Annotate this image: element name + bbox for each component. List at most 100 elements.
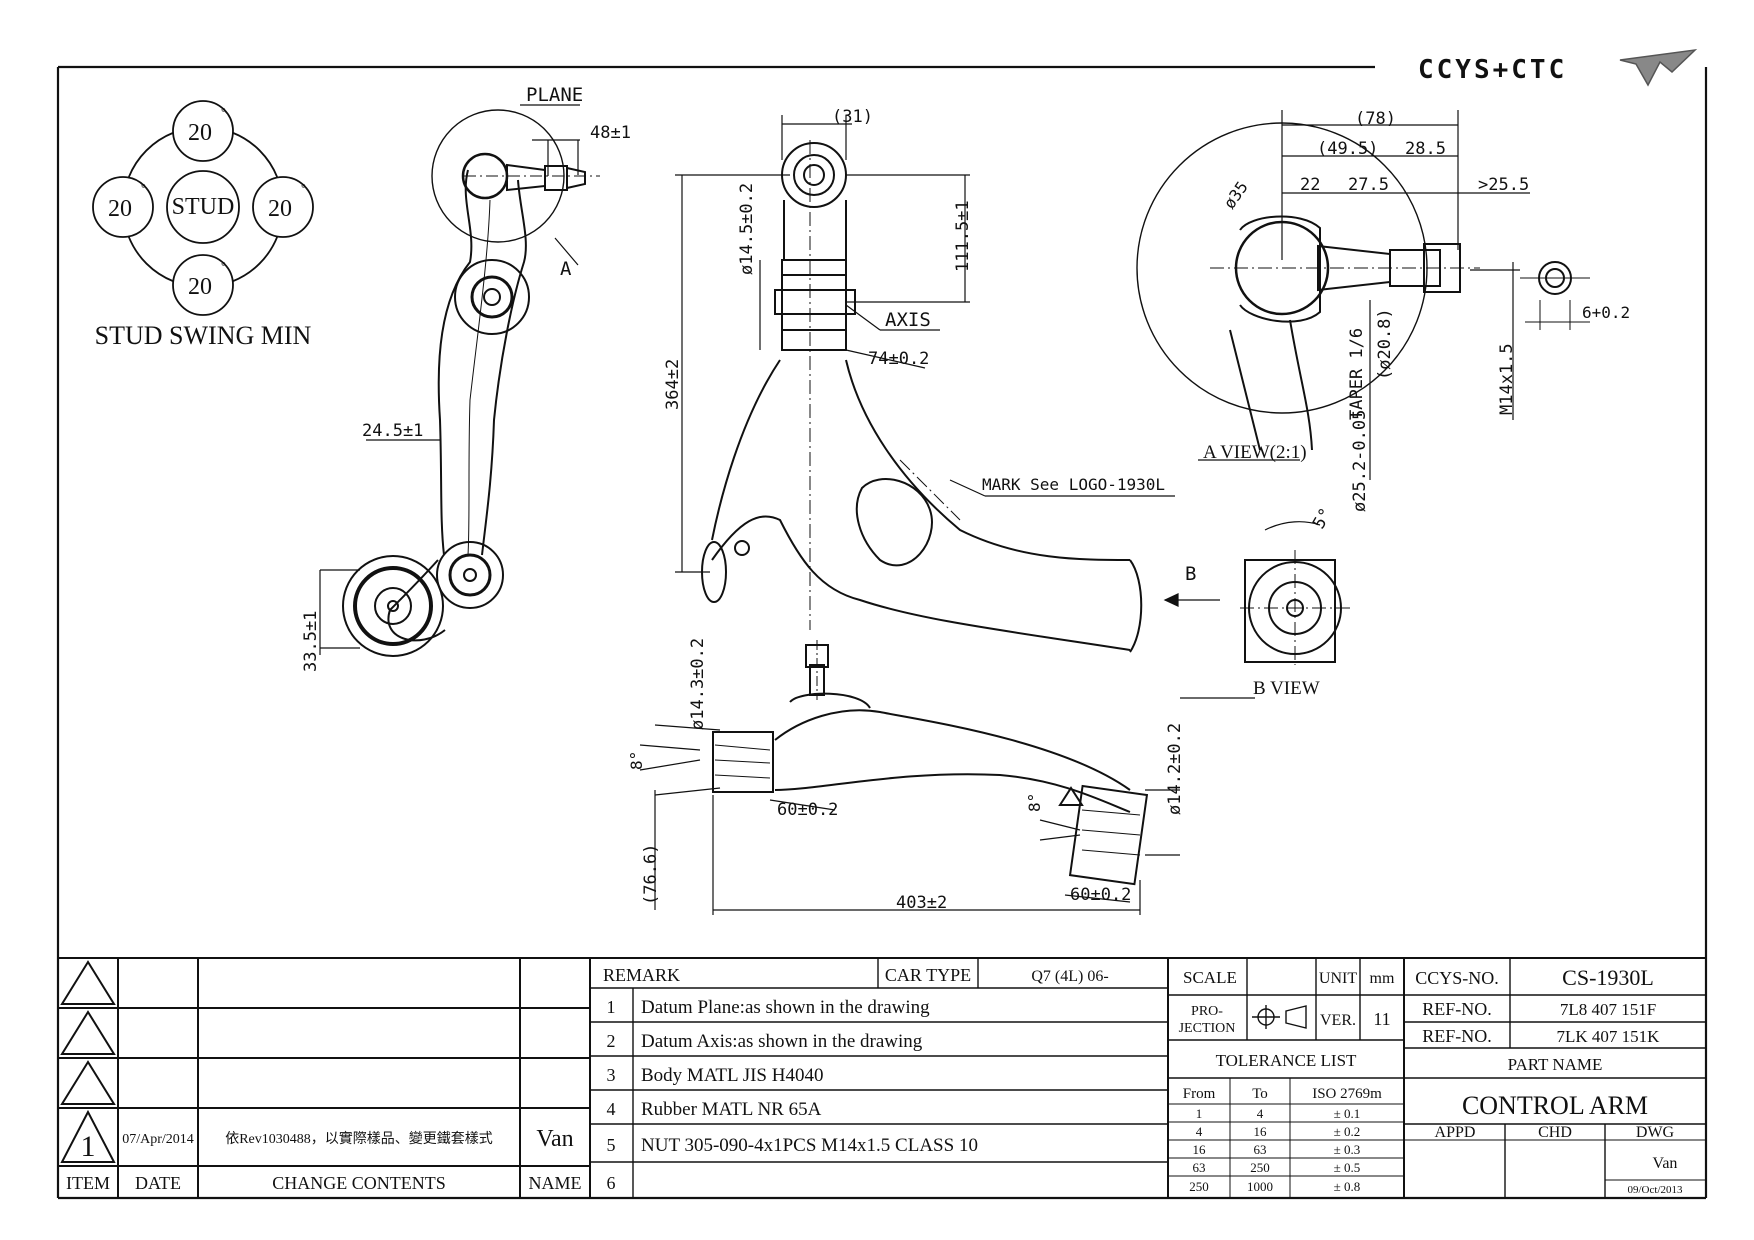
dim-33-5: 33.5±1 bbox=[301, 611, 321, 672]
tol-header-from: From bbox=[1183, 1086, 1216, 1102]
dim-22: 22 bbox=[1300, 175, 1320, 195]
stud-label: STUD bbox=[172, 194, 235, 220]
dim-364: 364±2 bbox=[663, 359, 683, 410]
view-b-arrow-label: B bbox=[1185, 563, 1196, 585]
ref-no-label-2: REF-NO. bbox=[1422, 1026, 1492, 1046]
tol-to: 1000 bbox=[1247, 1179, 1273, 1194]
ccys-no-label: CCYS-NO. bbox=[1415, 968, 1499, 988]
tol-to: 63 bbox=[1254, 1142, 1267, 1157]
tol-header-to: To bbox=[1252, 1086, 1268, 1102]
remark-num: 2 bbox=[607, 1031, 616, 1051]
degree-mark-bottom: ° bbox=[221, 259, 226, 273]
dim-76-6: (76.6) bbox=[641, 844, 661, 905]
scale-label: SCALE bbox=[1183, 968, 1237, 987]
dim-78: (78) bbox=[1355, 109, 1396, 129]
axis-label: AXIS bbox=[885, 309, 931, 331]
tol-value: ± 0.5 bbox=[1334, 1160, 1361, 1175]
revision-name: Van bbox=[536, 1126, 573, 1152]
revision-triangles bbox=[60, 960, 116, 1163]
side-view-arm bbox=[342, 109, 600, 657]
ver-value: 11 bbox=[1373, 1009, 1390, 1029]
company-logo: CCYS+CTC bbox=[1418, 48, 1698, 87]
revision-triangle-empty-2 bbox=[60, 1010, 116, 1055]
degree-mark-left: ° bbox=[141, 181, 146, 195]
dim-28-5: 28.5 bbox=[1405, 139, 1446, 159]
ref-no-value-1: 7L8 407 151F bbox=[1560, 1000, 1656, 1019]
tol-to: 16 bbox=[1254, 1124, 1268, 1139]
top-view-arm bbox=[701, 140, 1143, 653]
degree-mark-top: ° bbox=[221, 105, 226, 119]
thread-label: M14x1.5 bbox=[1497, 343, 1517, 415]
tol-value: ± 0.3 bbox=[1334, 1142, 1361, 1157]
tol-from: 63 bbox=[1193, 1160, 1206, 1175]
dim-6: 6+0.2 bbox=[1582, 303, 1630, 322]
revision-date: 07/Apr/2014 bbox=[122, 1132, 194, 1147]
front-view-dimensions bbox=[639, 724, 1180, 915]
tol-header-std: ISO 2769m bbox=[1312, 1086, 1382, 1102]
sheet-border bbox=[56, 65, 1708, 1200]
remark-num: 1 bbox=[607, 997, 616, 1017]
part-name: CONTROL ARM bbox=[1462, 1091, 1648, 1120]
detail-view-a bbox=[1136, 122, 1480, 451]
top-view-dimensions bbox=[675, 115, 1220, 607]
side-view-dimensions bbox=[319, 104, 580, 655]
degree-mark-right: ° bbox=[301, 181, 306, 195]
car-type-value: Q7 (4L) 06- bbox=[1031, 968, 1108, 985]
section-a-label: A bbox=[560, 258, 572, 280]
ccys-no-value: CS-1930L bbox=[1562, 965, 1654, 990]
header-date: DATE bbox=[135, 1173, 181, 1193]
view-a-caption: A VIEW(2:1) bbox=[1203, 442, 1307, 463]
dim-111-5: 111.5±1 bbox=[953, 200, 973, 272]
unit-label: UNIT bbox=[1319, 970, 1357, 987]
stud-swing-right: 20 bbox=[268, 196, 292, 222]
mark-note: MARK See LOGO-1930L bbox=[982, 475, 1165, 494]
remark-text: Rubber MATL NR 65A bbox=[641, 1099, 822, 1120]
dim-60-right: 60±0.2 bbox=[1070, 885, 1131, 905]
stud-swing-top: 20 bbox=[188, 120, 212, 146]
tol-value: ± 0.2 bbox=[1334, 1124, 1361, 1139]
remark-num: 4 bbox=[607, 1099, 616, 1119]
dim-60-left: 60±0.2 bbox=[777, 800, 838, 820]
revision-triangle-empty-1 bbox=[60, 960, 116, 1005]
front-view-arm bbox=[712, 640, 1149, 886]
unit-value: mm bbox=[1370, 970, 1395, 987]
plane-label: PLANE bbox=[526, 84, 583, 106]
projection-label-1: PRO- bbox=[1191, 1004, 1223, 1019]
dim-27-5: 27.5 bbox=[1348, 175, 1389, 195]
appd-label: APPD bbox=[1435, 1124, 1476, 1141]
header-change-contents: CHANGE CONTENTS bbox=[272, 1173, 446, 1193]
chd-label: CHD bbox=[1538, 1124, 1572, 1141]
ref-no-value-2: 7LK 407 151K bbox=[1557, 1027, 1661, 1046]
projection-label-2: JECTION bbox=[1179, 1021, 1236, 1036]
remark-label: REMARK bbox=[603, 965, 680, 985]
dim-24-5: 24.5±1 bbox=[362, 421, 423, 441]
tolerance-table: 1 4 ± 0.1 4 16 ± 0.2 16 63 ± 0.3 63 250 … bbox=[1189, 1106, 1360, 1194]
dim-14-3: ø14.3±0.2 bbox=[688, 638, 708, 730]
dim-31: (31) bbox=[832, 107, 873, 127]
ver-label: VER. bbox=[1320, 1012, 1356, 1029]
remark-text: NUT 305-090-4x1PCS M14x1.5 CLASS 10 bbox=[641, 1135, 978, 1156]
dim-403: 403±2 bbox=[896, 893, 947, 913]
header-item: ITEM bbox=[66, 1173, 110, 1193]
dim-35: ø35 bbox=[1220, 178, 1252, 213]
part-name-label: PART NAME bbox=[1508, 1055, 1603, 1074]
header-name: NAME bbox=[529, 1173, 582, 1193]
tol-value: ± 0.1 bbox=[1334, 1106, 1361, 1121]
stud-swing-left: 20 bbox=[108, 196, 132, 222]
tol-from: 250 bbox=[1189, 1179, 1209, 1194]
remark-text: Datum Plane:as shown in the drawing bbox=[641, 997, 930, 1018]
remark-num: 6 bbox=[607, 1173, 616, 1193]
tol-from: 1 bbox=[1196, 1106, 1203, 1121]
detail-view-b bbox=[1180, 521, 1350, 699]
remark-list: 1 Datum Plane:as shown in the drawing 2 … bbox=[607, 997, 978, 1193]
tolerance-title: TOLERANCE LIST bbox=[1216, 1051, 1357, 1070]
logo-text: CCYS+CTC bbox=[1418, 55, 1567, 85]
view-b-caption: B VIEW bbox=[1253, 678, 1320, 699]
taper-label: TAPER 1/6 bbox=[1347, 328, 1367, 420]
revision-contents: 依Rev1030488，以實際樣品、變更鐵套樣式 bbox=[225, 1130, 493, 1147]
revision-triangle-empty-3 bbox=[60, 1060, 116, 1105]
detail-view-a-dimensions bbox=[1198, 110, 1530, 480]
dim-14-2: ø14.2±0.2 bbox=[1165, 723, 1185, 815]
